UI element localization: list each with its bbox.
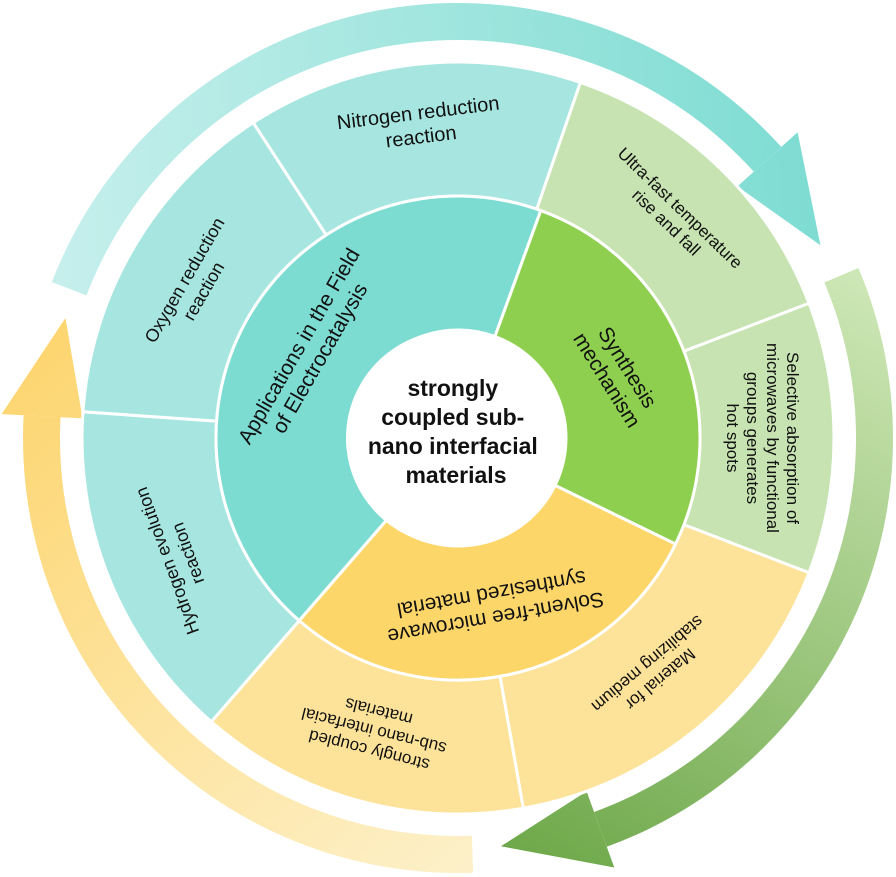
center-circle [346,330,562,546]
center-label-line: nano interfacial [368,433,538,459]
green-arrow-body [594,268,893,847]
green-arrow-head-icon [500,791,615,868]
inner-segment-shape [297,483,678,682]
inner-segment-synthesis: Synthesismechanism [493,208,702,547]
center-label-line: strongly [407,375,498,401]
outer-segment-nitrogen-reduction: Nitrogen reductionreaction [251,60,583,238]
center-label-line: coupled sub- [381,404,524,430]
arrows-layer [1,3,893,873]
teal-arrow [51,3,821,296]
outer-segment-label-selective-absorption-line: groups generates [743,372,762,504]
outer-segment-label-selective-absorption-line: hot spots [723,404,742,473]
center-hub: strongly coupled sub- nano interfacial m… [346,330,562,546]
teal-arrow-body [51,3,782,296]
yellow-arrow-head-icon [1,317,83,419]
inner-segment-shape [493,208,702,547]
yellow-arrow-body [22,415,474,873]
inner-segment-solvent-free: Solvent-free microwavesynthesized materi… [297,483,678,682]
outer-segment-label-selective-absorption-line: microwaves by functional [763,343,782,533]
center-label-line: materials [405,462,506,488]
teal-arrow-head-icon [737,132,821,246]
center-label: strongly coupled sub- nano interfacial m… [368,375,544,488]
yellow-arrow [1,317,474,873]
outer-segment-label-selective-absorption-line: Selective absorption of [783,352,802,524]
outer-segment-strongly-coupled: strongly coupledsub-nano interfacialmate… [209,618,526,816]
outer-segment-label-selective-absorption: Selective absorption ofmicrowaves by fun… [723,343,802,533]
green-arrow [500,268,893,868]
